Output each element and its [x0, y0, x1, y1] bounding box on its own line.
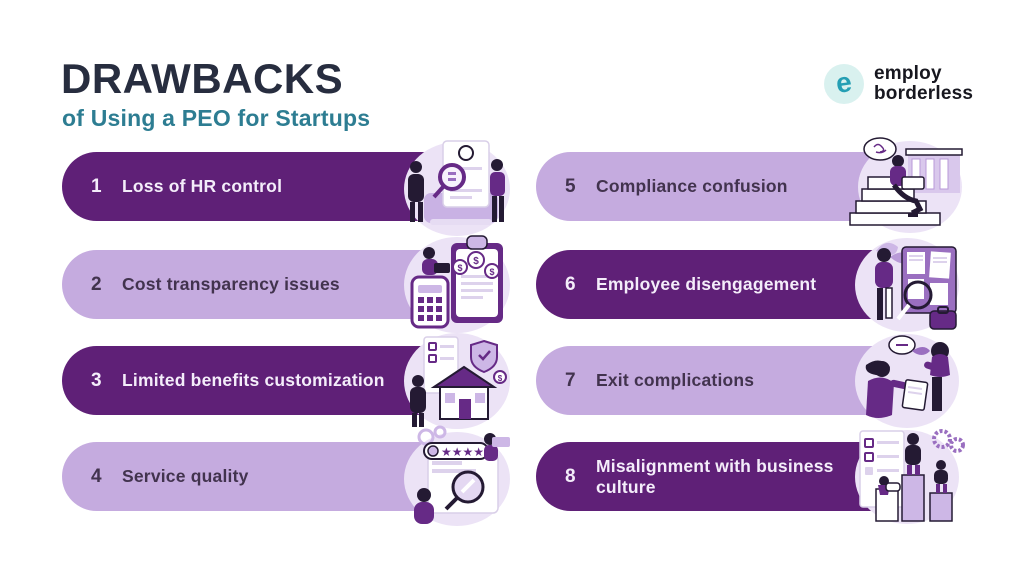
page-title: DRAWBACKS: [61, 55, 344, 102]
hr-document-magnifier-icon: [396, 135, 518, 239]
svg-text:$: $: [498, 374, 503, 383]
item-number: 7: [565, 369, 576, 391]
logo-word-1: employ: [874, 63, 942, 84]
item-number: 8: [565, 465, 576, 487]
item-label: Cost transparency issues: [122, 274, 340, 295]
svg-text:$: $: [457, 263, 462, 273]
calculator-clipboard-icon: $ $ $: [396, 233, 518, 337]
list-item-5: 5 Compliance confusion: [536, 137, 963, 233]
item-number: 2: [91, 273, 102, 295]
item-label: Exit complications: [596, 370, 755, 391]
svg-text:$: $: [473, 256, 479, 267]
list-item-7: 7 Exit complications: [536, 334, 959, 428]
item-label: Misalignment with business culture: [596, 456, 834, 497]
item-label: Service quality: [122, 466, 249, 487]
rating-stars-magnifier-icon: ★★★★: [396, 425, 518, 529]
item-number: 3: [91, 369, 102, 391]
person-noticeboard-icon: [846, 233, 968, 337]
list-item-4: 4 Service quality ★★★★: [62, 425, 510, 526]
item-number: 1: [91, 175, 102, 197]
svg-text:★★★★: ★★★★: [441, 445, 484, 459]
list-item-6: 6 Employee disengagement: [536, 238, 959, 332]
list-item-3: 3 Limited benefits customization $: [62, 333, 510, 429]
item-number: 5: [565, 175, 576, 197]
page-subtitle: of Using a PEO for Startups: [62, 105, 371, 131]
item-label: Compliance confusion: [596, 176, 788, 197]
logo-wordmark: employ borderless: [874, 64, 973, 104]
confused-person-steps-icon: [846, 135, 968, 239]
item-label: Limited benefits customization: [122, 370, 385, 391]
podium-figures-checklist-icon: [846, 425, 968, 529]
item-number: 6: [565, 273, 576, 295]
svg-text:$: $: [489, 267, 494, 277]
item-label: Loss of HR control: [122, 176, 283, 197]
two-people-discussion-icon: [846, 329, 968, 433]
logo-word-2: borderless: [874, 83, 974, 104]
list-item-2: 2 Cost transparency issues $ $ $: [62, 235, 510, 333]
brand-logo: e employ borderless: [824, 64, 973, 104]
list-item-1: 1 Loss of HR control: [62, 140, 510, 236]
house-shield-icon: $: [396, 329, 518, 433]
item-number: 4: [91, 465, 102, 487]
logo-e-icon: e: [824, 64, 864, 104]
item-label: Employee disengagement: [596, 274, 817, 295]
list-item-8: 8 Misalignment with business culture: [536, 429, 965, 524]
